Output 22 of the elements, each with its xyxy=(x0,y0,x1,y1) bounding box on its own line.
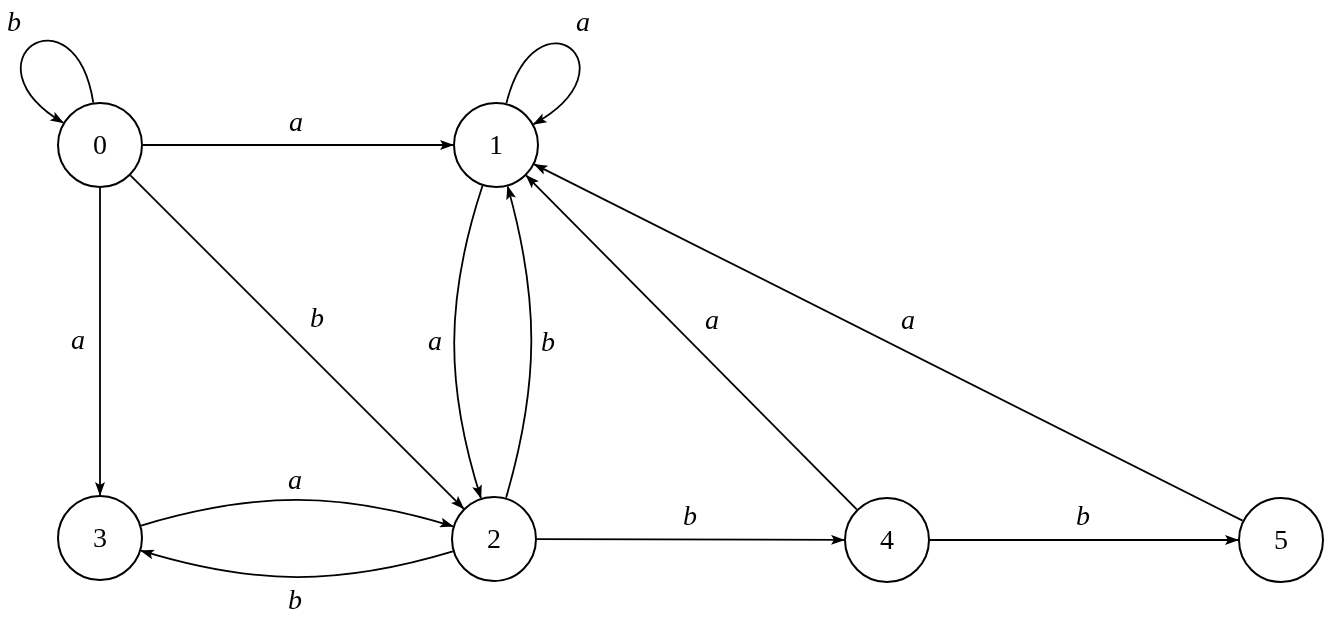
transition-arrow xyxy=(929,535,1239,545)
edge-label: a xyxy=(288,108,304,136)
transition-arrow xyxy=(505,43,581,126)
edge-label: b xyxy=(287,586,303,614)
transition-arrow xyxy=(142,140,454,150)
transition-arrow xyxy=(129,174,465,510)
edge-label: b xyxy=(6,8,22,36)
transition-arrow xyxy=(536,534,845,545)
edge-label: a xyxy=(70,326,86,354)
transition-arrow xyxy=(20,40,95,124)
transition-arrow xyxy=(95,187,105,496)
edge-label: b xyxy=(682,502,698,530)
edge-label: a xyxy=(575,8,591,36)
transition-arrow xyxy=(533,163,1244,522)
edge-label: b xyxy=(309,304,325,332)
edge-label: a xyxy=(287,466,303,494)
edge-label: a xyxy=(427,327,443,355)
transition-arrow xyxy=(525,174,858,511)
edge-label: a xyxy=(900,306,916,334)
edge-label: b xyxy=(540,328,556,356)
edge-label: b xyxy=(1075,502,1091,530)
edge-label: a xyxy=(704,306,720,334)
